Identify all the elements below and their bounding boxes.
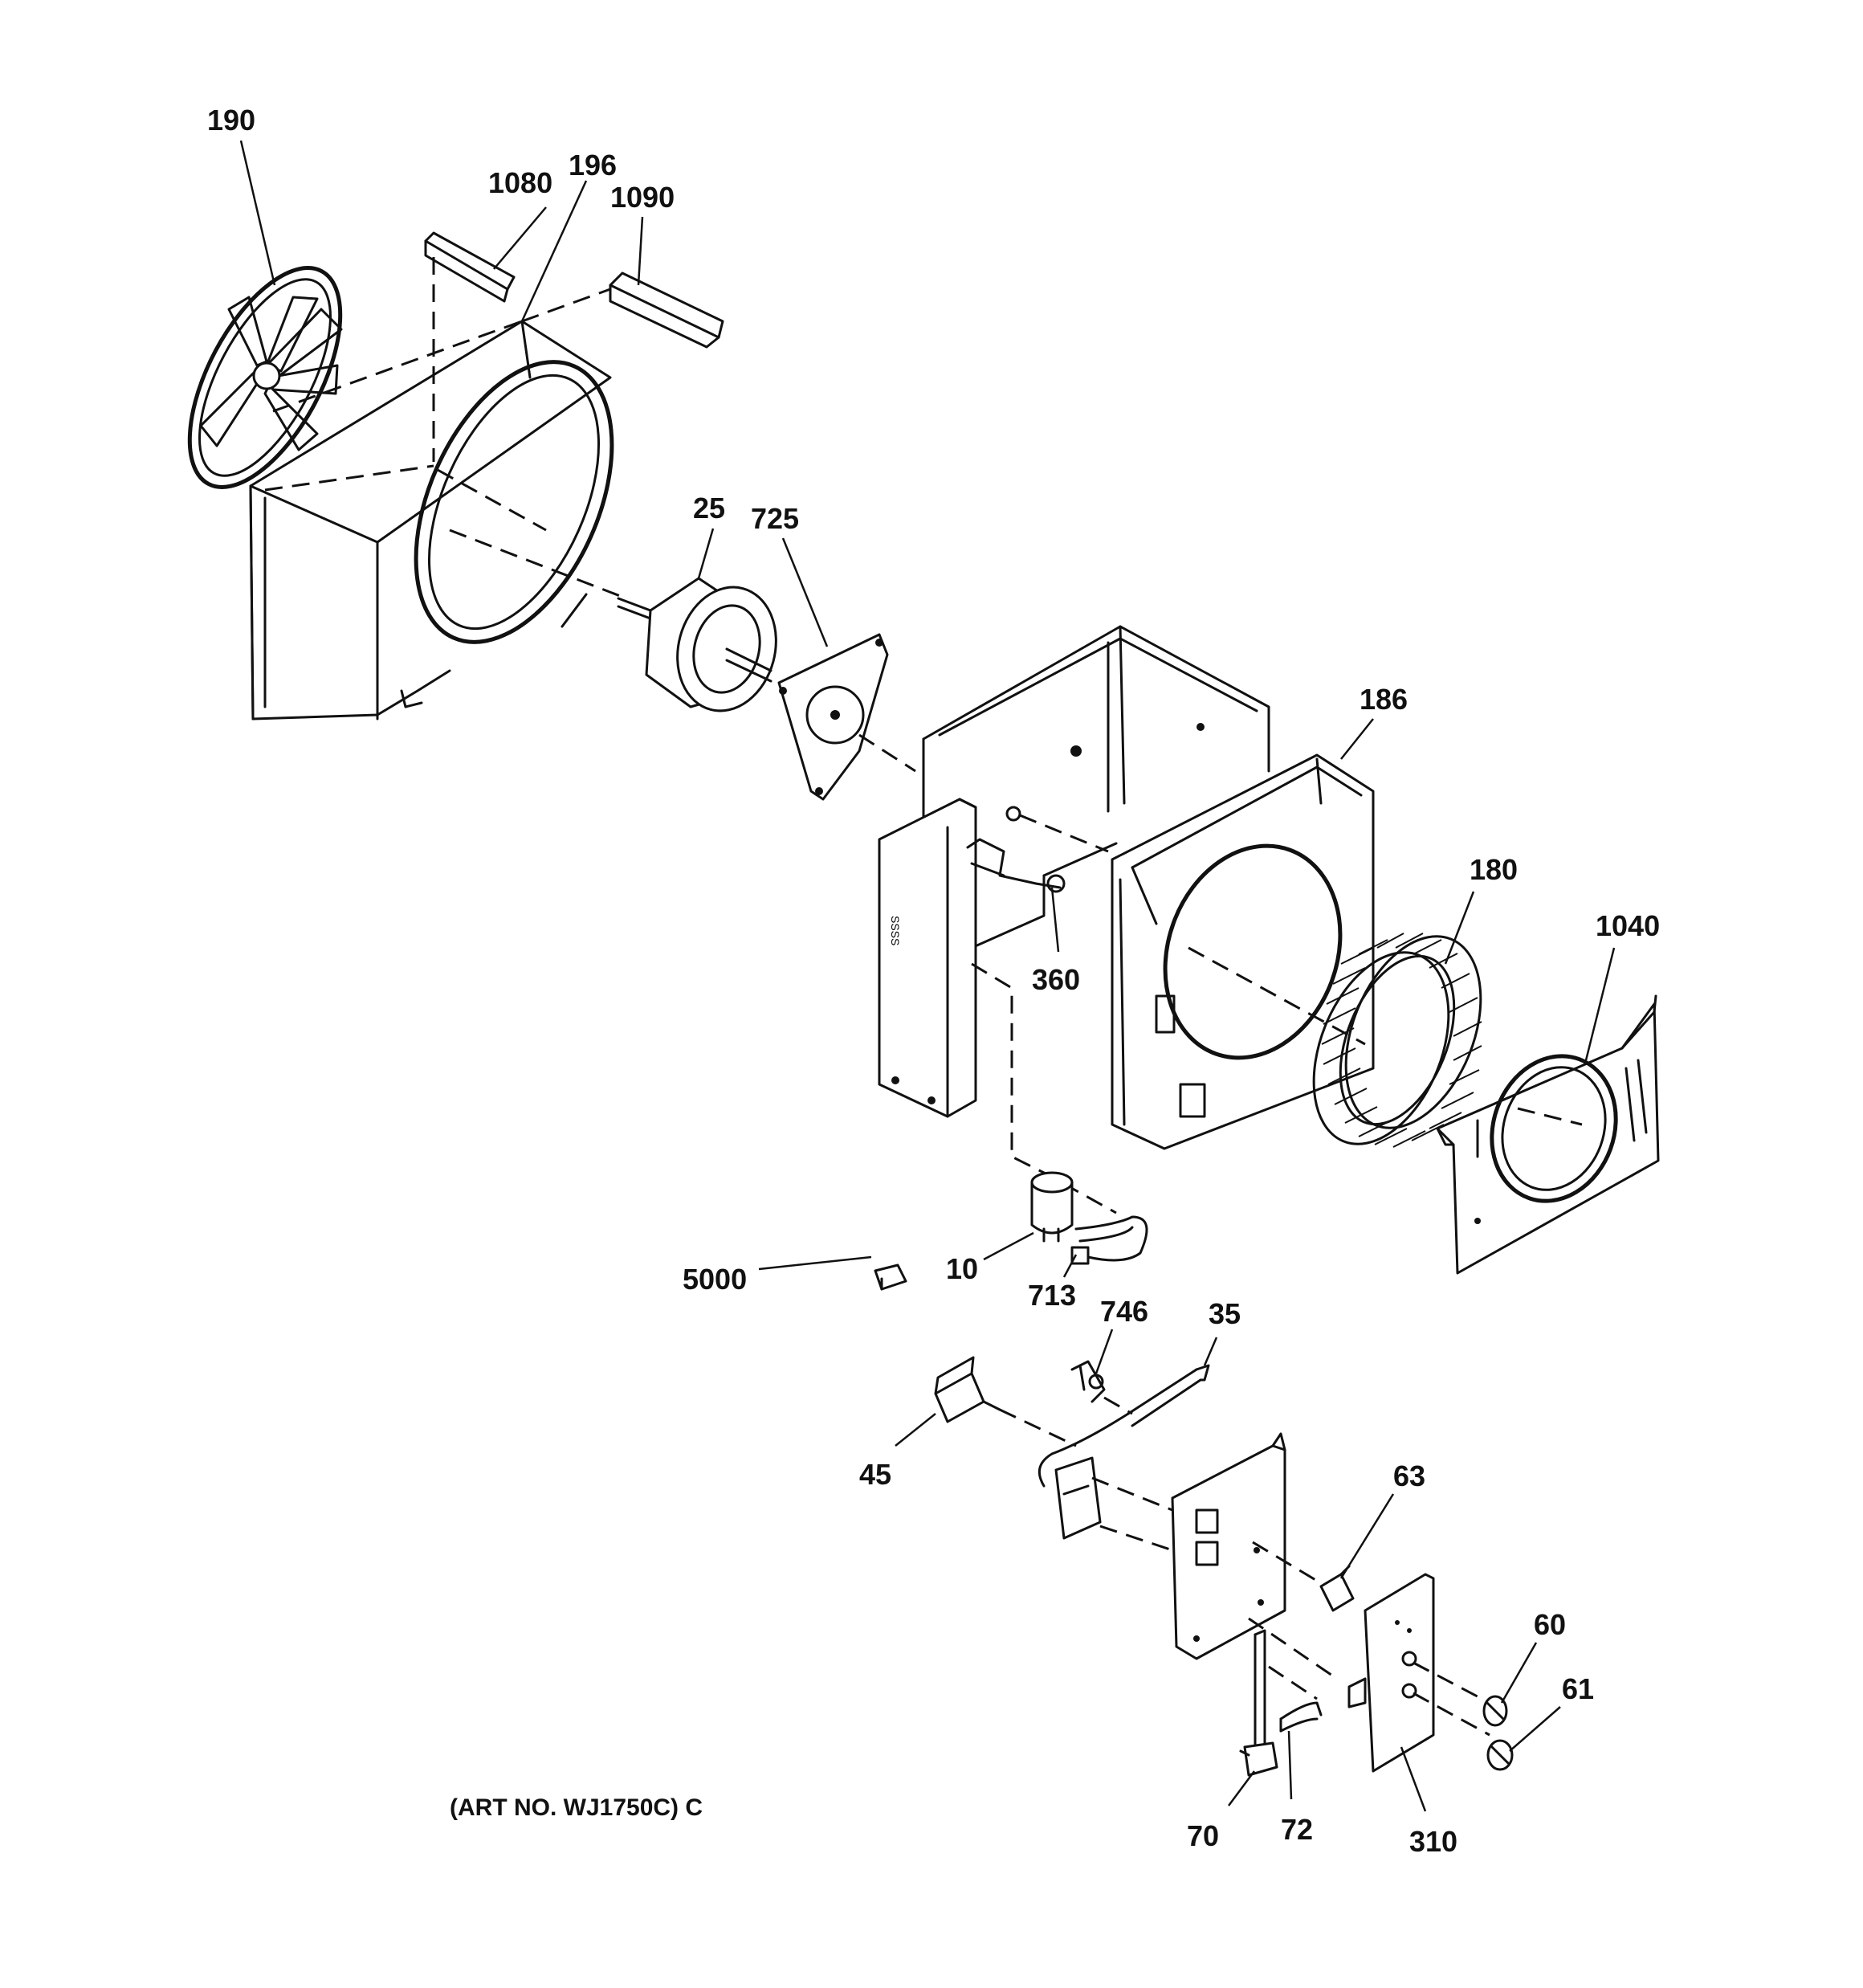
svg-text:SSSS: SSSS xyxy=(889,916,902,945)
leader-lines xyxy=(239,140,1616,1812)
label-70: 70 xyxy=(1187,1819,1219,1852)
knob-61 xyxy=(1486,1739,1514,1771)
label-45: 45 xyxy=(859,1458,891,1491)
bracket-1090 xyxy=(521,271,724,349)
knob-60 xyxy=(1482,1695,1508,1727)
label-25: 25 xyxy=(693,492,725,525)
label-190: 190 xyxy=(207,104,255,137)
label-713: 713 xyxy=(1028,1279,1076,1312)
thermostat-body xyxy=(1054,1456,1173,1552)
part-labels: 190 196 1080 1090 25 725 186 180 1040 36… xyxy=(207,104,1660,1858)
label-1040: 1040 xyxy=(1596,909,1660,942)
label-1080: 1080 xyxy=(488,166,552,199)
clip-746 xyxy=(1070,1360,1106,1403)
fan-shroud-196 xyxy=(249,320,614,720)
thermostat-bulb-35 xyxy=(1037,1364,1210,1488)
label-196: 196 xyxy=(569,149,617,182)
harness-70 xyxy=(1239,1629,1278,1777)
bracket-1080 xyxy=(424,231,516,462)
orifice-panel-1040 xyxy=(1436,994,1660,1275)
label-63: 63 xyxy=(1393,1459,1425,1492)
connector-5000 xyxy=(874,1263,907,1291)
switch-45 xyxy=(934,1356,1077,1447)
label-360: 360 xyxy=(1032,963,1080,996)
side-bracket-panel: SSSS xyxy=(878,798,1117,1214)
label-725: 725 xyxy=(751,502,799,535)
capacitor-10 xyxy=(1030,1171,1074,1243)
label-746: 746 xyxy=(1100,1295,1148,1328)
label-10: 10 xyxy=(946,1252,978,1285)
control-plate-310 xyxy=(1347,1573,1490,1773)
label-72: 72 xyxy=(1281,1813,1313,1846)
switch-63 xyxy=(1319,1565,1355,1612)
strap-360 xyxy=(966,806,1109,893)
blower-scroll-186 xyxy=(1111,753,1375,1150)
strap-72 xyxy=(1268,1665,1323,1733)
label-5000: 5000 xyxy=(683,1263,747,1296)
blower-wheel-180 xyxy=(1312,933,1482,1148)
art-number-caption: (ART NO. WJ1750C) C xyxy=(450,1794,703,1821)
label-186: 186 xyxy=(1360,683,1408,716)
capacitor-strap-713 xyxy=(1070,1215,1148,1265)
label-310: 310 xyxy=(1409,1825,1457,1858)
fan-blade-190 xyxy=(187,266,343,489)
label-180: 180 xyxy=(1470,853,1518,886)
label-61: 61 xyxy=(1562,1672,1594,1705)
motor-25 xyxy=(449,529,777,712)
label-35: 35 xyxy=(1209,1297,1241,1330)
label-1090: 1090 xyxy=(610,181,675,214)
motor-mount-725 xyxy=(777,633,916,801)
label-60: 60 xyxy=(1534,1608,1566,1641)
control-bracket xyxy=(1171,1432,1338,1680)
